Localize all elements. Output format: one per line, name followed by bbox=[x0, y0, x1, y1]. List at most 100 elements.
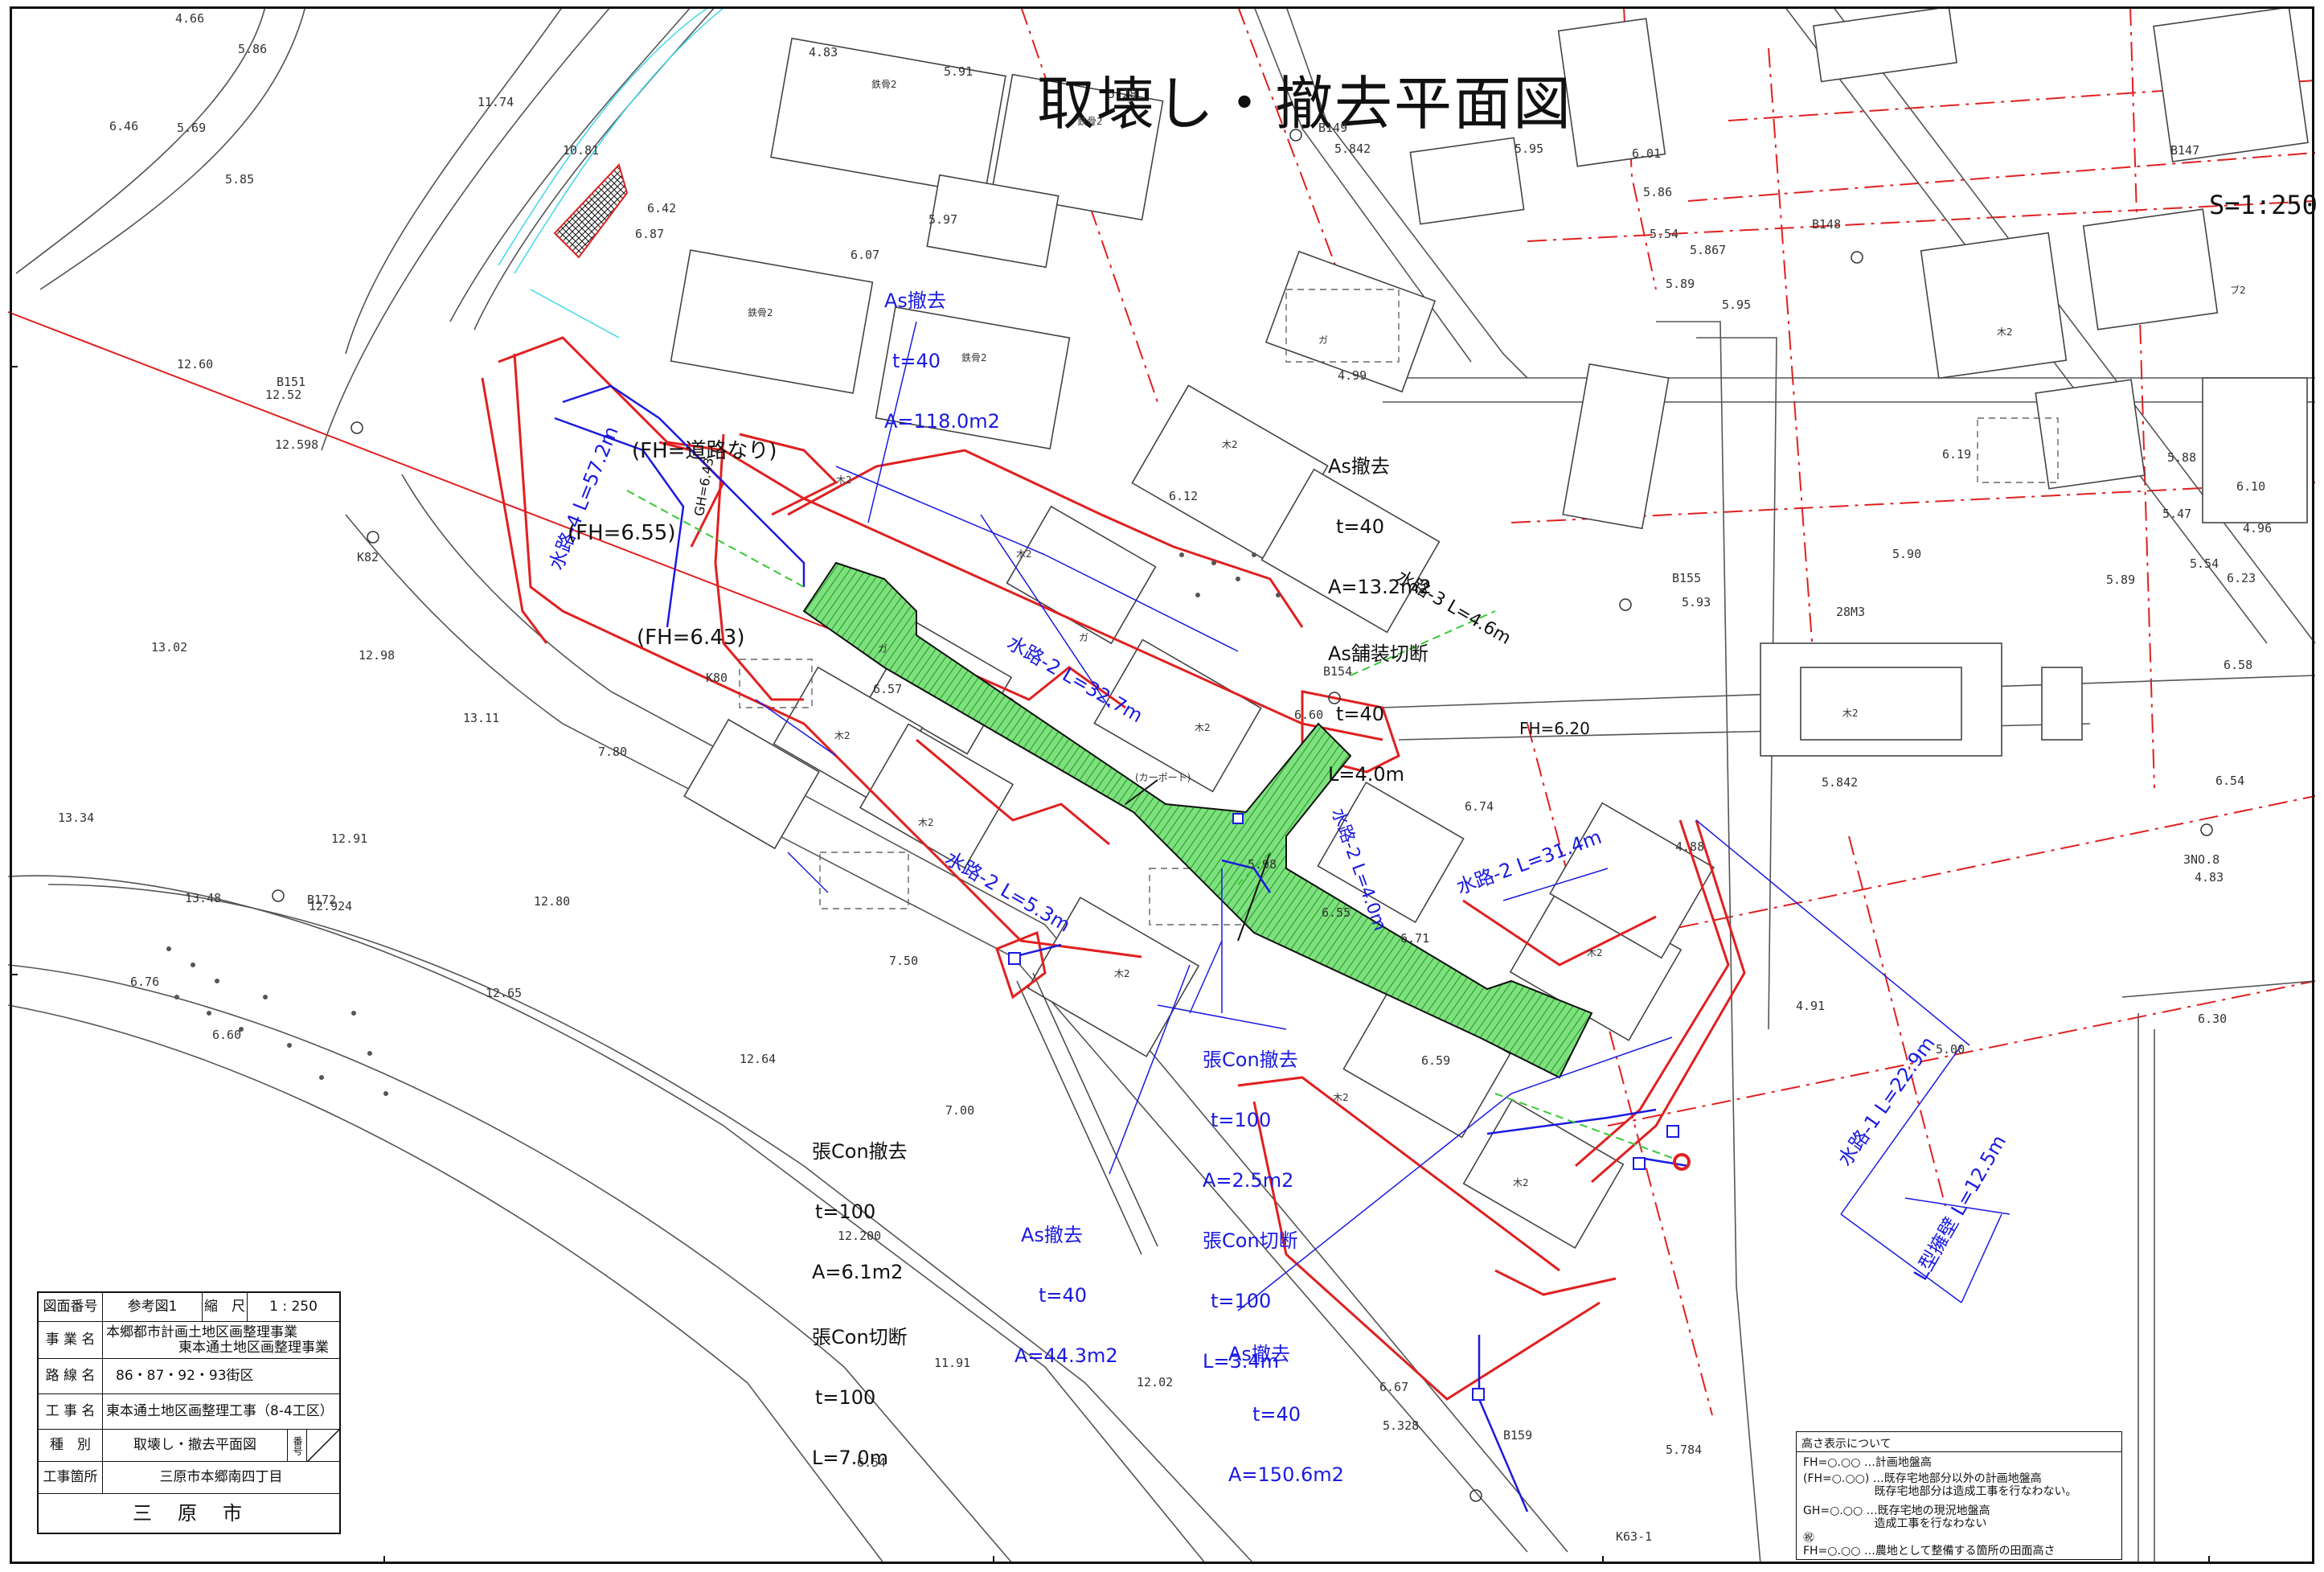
tb-project-line2: 東本通土地区画整理事業 bbox=[178, 1339, 329, 1356]
building-tag: 木2 bbox=[836, 474, 852, 486]
note-line: A=150.6m2 bbox=[1228, 1463, 1344, 1486]
benchmark-label: B159 bbox=[1503, 1428, 1533, 1443]
tb-scale: 1 : 250 bbox=[269, 1299, 318, 1315]
elevation-label: 5.842 bbox=[1822, 775, 1859, 790]
building-tag: 木2 bbox=[1114, 968, 1130, 979]
tb-route-label: 路 線 名 bbox=[39, 1359, 103, 1393]
elevation-label: 12.924 bbox=[309, 899, 353, 913]
elevation-label: 5.93 bbox=[1682, 595, 1711, 610]
elevation-label: 6.58 bbox=[2224, 658, 2253, 672]
note-line: As撤去 bbox=[884, 289, 946, 312]
building-tag: 鉄骨2 bbox=[961, 352, 987, 363]
elevation-label: 6.46 bbox=[109, 119, 139, 133]
tb-num-slash bbox=[307, 1429, 339, 1462]
note-line: L=4.0m bbox=[1328, 763, 1405, 786]
elevation-label: 5.88 bbox=[2167, 450, 2197, 465]
note-as-150: As撤去 t=40 A=150.6m2 bbox=[1228, 1304, 1344, 1525]
elevation-label: 12.60 bbox=[177, 357, 214, 371]
note-line: t=100 bbox=[1211, 1109, 1272, 1131]
tb-site: 三原市本郷南四丁目 bbox=[159, 1469, 283, 1485]
benchmark-label: B172 bbox=[307, 893, 337, 907]
legend-item-fh-paren: (FH=○.○○) …既存宅地部分以外の計画地盤高 既存宅地部分は造成工事を行な… bbox=[1803, 1472, 2077, 1498]
tb-kind: 取壊し・撤去平面図 bbox=[103, 1430, 288, 1461]
building-tag: (カーポート) bbox=[1135, 772, 1191, 783]
elevation-label: 7.00 bbox=[945, 1103, 975, 1118]
tb-owner: 三 原 市 bbox=[133, 1501, 245, 1525]
elevation-label: 5.98 bbox=[1248, 857, 1277, 872]
benchmark-label: B155 bbox=[1672, 571, 1702, 585]
elevation-label: 12.200 bbox=[838, 1229, 882, 1243]
note-line: 張Con切断 bbox=[812, 1326, 908, 1348]
elevation-label: 5.97 bbox=[928, 212, 958, 227]
elevation-label: 6.59 bbox=[1421, 1053, 1451, 1068]
note-line: t=40 bbox=[1336, 515, 1385, 538]
note-line: t=40 bbox=[1336, 703, 1385, 725]
elevation-label: 12.65 bbox=[486, 986, 523, 1000]
elevation-label: 5.86 bbox=[238, 42, 268, 56]
tb-site-label: 工事箇所 bbox=[39, 1462, 103, 1493]
elevation-label: 6.54 bbox=[857, 1455, 887, 1470]
elevation-label: 6.19 bbox=[1942, 447, 1972, 462]
note-as-44: As撤去 t=40 A=44.3m2 bbox=[1014, 1185, 1118, 1406]
elevation-label: 5.54 bbox=[1650, 227, 1679, 241]
building-tag: 木2 bbox=[834, 730, 850, 741]
benchmark-label: B148 bbox=[1812, 217, 1842, 232]
elevation-label: 4.83 bbox=[809, 45, 838, 60]
building-tag: 鉄骨2 bbox=[1077, 116, 1103, 127]
tb-num-label: 番号 bbox=[288, 1430, 307, 1461]
crosshatch-area bbox=[553, 163, 629, 259]
building-tag: ガ bbox=[1318, 335, 1329, 346]
elevation-label: 6.10 bbox=[2236, 479, 2266, 494]
elevation-label: 12.98 bbox=[359, 648, 396, 663]
benchmark-label: B151 bbox=[277, 375, 306, 389]
note-line: A=13.2m2 bbox=[1328, 576, 1432, 598]
elevation-label: 6.60 bbox=[1294, 708, 1324, 722]
note-line: t=100 bbox=[815, 1386, 876, 1409]
building-tag: 鉄骨2 bbox=[871, 79, 897, 90]
existing-channels-green bbox=[626, 490, 1673, 1159]
elevation-label: 4.88 bbox=[1675, 839, 1705, 854]
tb-row-site: 工事箇所 三原市本郷南四丁目 bbox=[39, 1462, 339, 1494]
elevation-label: 4.83 bbox=[2195, 870, 2224, 885]
tb-kind-label: 種 別 bbox=[39, 1430, 103, 1461]
benchmark-label: B147 bbox=[2170, 143, 2200, 158]
elevation-label: 12.598 bbox=[275, 437, 319, 452]
building-tag: 木2 bbox=[1333, 1092, 1349, 1103]
building-tag: ブ2 bbox=[2230, 285, 2246, 296]
elevation-label: 6.87 bbox=[635, 227, 665, 241]
note-as-13: As撤去 t=40 A=13.2m2 As舗装切断 t=40 L=4.0m bbox=[1328, 417, 1432, 825]
square-markers bbox=[1008, 813, 1679, 1401]
benchmark-label: K63-1 bbox=[1616, 1529, 1653, 1544]
elevation-label: 5.54 bbox=[2190, 556, 2219, 571]
benchmark-label: 3NO.8 bbox=[2183, 852, 2220, 867]
note-line: t=40 bbox=[892, 350, 941, 372]
elevation-label: 6.67 bbox=[1379, 1380, 1409, 1394]
elevation-label: 11.91 bbox=[934, 1356, 971, 1370]
elevation-label: 13.34 bbox=[58, 811, 95, 825]
survey-points bbox=[272, 129, 2213, 1502]
note-line: 張Con撤去 bbox=[812, 1140, 908, 1163]
elevation-label: 4.96 bbox=[2243, 521, 2273, 536]
elevation-label: 5.89 bbox=[1666, 277, 1695, 291]
tb-row-owner: 三 原 市 bbox=[39, 1494, 339, 1533]
tb-row-work: 工 事 名 東本通土地区画整理工事（8-4工区） bbox=[39, 1394, 339, 1430]
title-block: 図面番号 参考図1 縮 尺 1 : 250 事 業 名 本郷都市計画土地区画整理… bbox=[37, 1291, 341, 1534]
elevation-label: 12.64 bbox=[740, 1052, 777, 1066]
note-line: t=100 bbox=[1211, 1290, 1272, 1312]
legend-divider bbox=[1797, 1451, 2121, 1452]
elevation-label: 12.80 bbox=[534, 894, 571, 909]
elevation-label: 13.48 bbox=[185, 891, 222, 905]
elevation-label: 4.66 bbox=[175, 11, 205, 26]
elevation-label: 5.90 bbox=[1892, 547, 1922, 561]
elevation-label: 6.07 bbox=[850, 248, 880, 262]
elevation-label: 5.00 bbox=[1936, 1042, 1965, 1057]
tb-num bbox=[307, 1429, 339, 1462]
elevation-label: 7.80 bbox=[598, 745, 628, 759]
elevation-label: 12.52 bbox=[265, 388, 302, 402]
building-tag: ガ bbox=[878, 643, 888, 655]
tb-scale-label: 縮 尺 bbox=[203, 1293, 248, 1321]
note-line: A=2.5m2 bbox=[1203, 1169, 1294, 1192]
legend-item-farmland: ㊗ FH=○.○○ …農地として整備する箇所の田面高さ bbox=[1803, 1532, 2056, 1558]
building-tag: 木2 bbox=[1587, 947, 1603, 958]
